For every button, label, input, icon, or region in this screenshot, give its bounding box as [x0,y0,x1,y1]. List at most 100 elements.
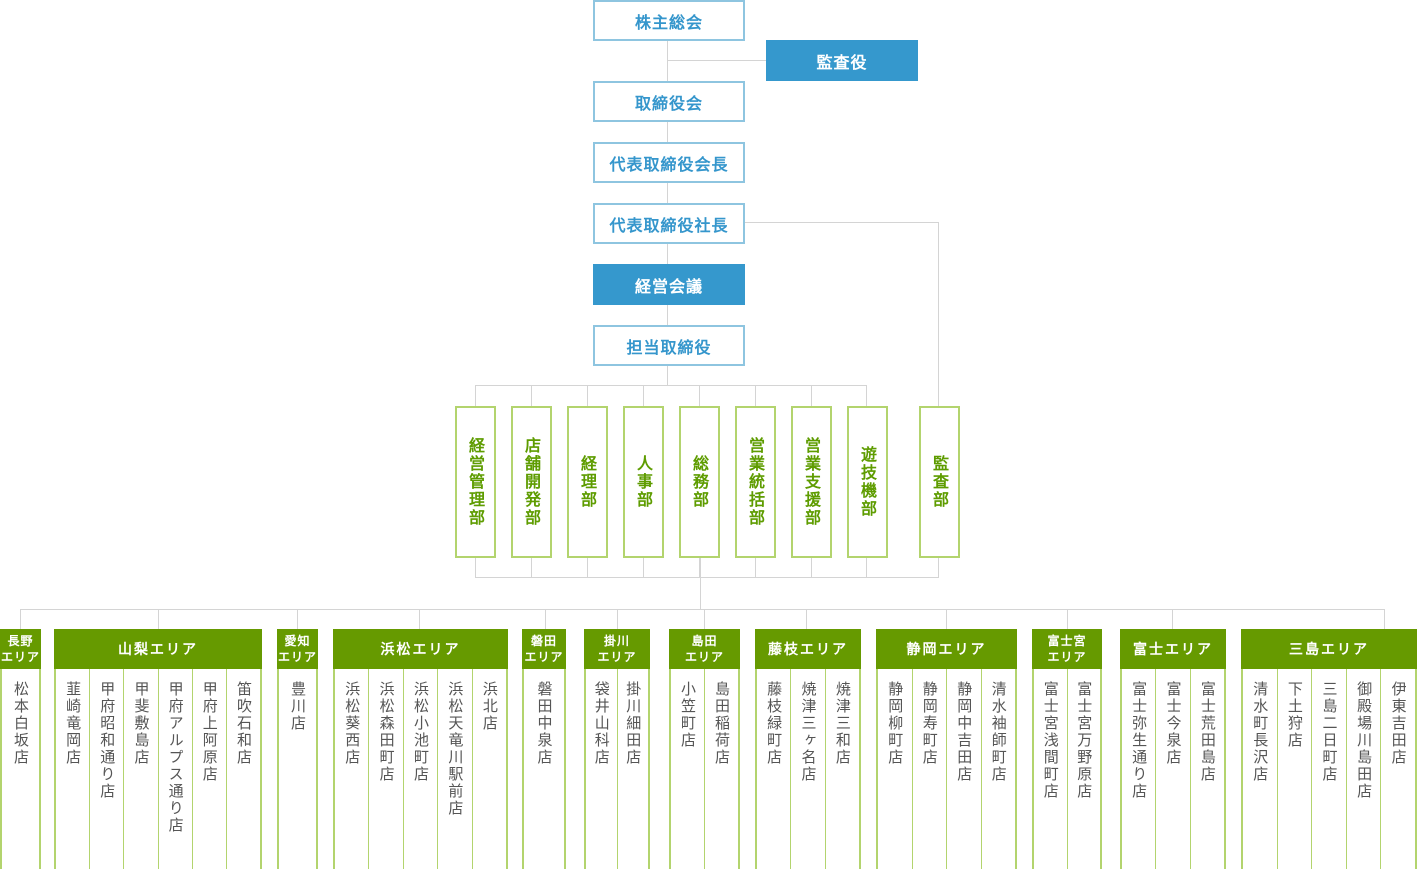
area-box: 磐田エリア磐田中泉店 [522,629,566,869]
store-list: 松本白坂店 [2,669,39,869]
connector-dept-bottom [475,577,939,578]
area-header: 三島エリア [1241,629,1417,669]
store-item: 豊川店 [289,681,307,732]
store-list: 豊川店 [279,669,316,869]
store-item: 富士弥生通り店 [1122,669,1157,869]
store-list: 浜松葵西店浜松森田町店浜松小池町店浜松天竜川駅前店浜北店 [335,669,506,869]
dept-box: 経理部 [567,406,608,558]
connector-dept-drop-top [755,385,756,406]
area-header: 山梨エリア [54,629,262,669]
store-list: 磐田中泉店 [524,669,564,869]
store-item: 三島二日町店 [1312,669,1347,869]
connector-dept-drop-bottom [699,557,700,577]
store-item: 浜松森田町店 [369,669,404,869]
store-list: 韮崎竜岡店甲府昭和通り店甲斐敷島店甲府アルプス通り店甲府上阿原店笛吹石和店 [56,669,260,869]
connector-dept-drop-bottom [755,557,756,577]
connector-dept-drop-bottom [531,557,532,577]
area-header: 掛川エリア [584,629,650,669]
area-header: 浜松エリア [333,629,508,669]
president-box: 代表取締役社長 [593,203,745,244]
store-item: 静岡寿町店 [913,669,947,869]
shareholders-meeting-box: 株主総会 [593,0,745,41]
store-list: 富士宮浅間町店富士宮万野原店 [1034,669,1100,869]
store-item: 浜松天竜川駅前店 [438,669,473,869]
store-item: 掛川細田店 [624,681,643,766]
store-list: 袋井山科店掛川細田店 [586,669,648,869]
area-box: 三島エリア清水町長沢店下土狩店三島二日町店御殿場川島田店伊東吉田店 [1241,629,1417,869]
area-box: 愛知エリア豊川店 [277,629,318,869]
store-item: 下土狩店 [1278,669,1313,869]
area-header: 島田エリア [669,629,740,669]
store-list: 小笠町店島田稲荷店 [671,669,738,869]
area-header: 富士エリア [1120,629,1226,669]
connector-area-drop [297,609,298,629]
store-list: 富士弥生通り店富士今泉店富士荒田島店 [1122,669,1224,869]
connector-dept-drop-bottom [475,557,476,577]
connector-area-drop [617,609,618,629]
store-item: 島田稲荷店 [713,681,731,766]
area-header-line: エリア [277,650,317,664]
connector-area-drop [158,609,159,629]
dept-box: 営業支援部 [791,406,832,558]
connector-area-drop [806,609,807,629]
area-header: 静岡エリア [876,629,1017,669]
management-meeting-box: 経営会議 [593,264,745,305]
area-header-line: 長野 [7,634,34,648]
store-item: 甲斐敷島店 [124,669,159,869]
connector-audit-drop-bottom [938,557,939,577]
area-header-line: エリア [597,650,637,664]
connector-auditor [667,60,767,61]
store-item: 浜北店 [480,681,499,732]
area-box: 掛川エリア袋井山科店掛川細田店 [584,629,650,869]
store-item: 静岡柳町店 [878,669,913,869]
dept-box: 人事部 [623,406,664,558]
store-item: 富士荒田島店 [1198,681,1217,783]
connector-president-audit-h [744,222,938,223]
area-header-line: エリア [1047,650,1087,664]
connector-area-drop [20,609,21,629]
area-header: 富士宮エリア [1032,629,1102,669]
directors-in-charge-box: 担当取締役 [593,325,745,366]
store-item: 甲府上阿原店 [193,669,227,869]
store-item: 松本白坂店 [12,681,30,766]
area-header-line: エリア [524,650,564,664]
store-item: 甲府昭和通り店 [90,669,125,869]
area-box: 長野エリア松本白坂店 [0,629,41,869]
store-item: 韮崎竜岡店 [56,669,91,869]
area-header-line: 愛知 [284,634,311,648]
store-item: 袋井山科店 [586,669,618,869]
connector-dept-drop-top [699,385,700,406]
connector-dept-drop-top [643,385,644,406]
area-header-line: 富士宮 [1047,634,1087,648]
area-box: 静岡エリア静岡柳町店静岡寿町店静岡中吉田店清水袖師町店 [876,629,1017,869]
area-header-line: エリア [0,650,40,664]
store-item: 富士宮浅間町店 [1034,669,1068,869]
area-header-line: 島田 [691,634,718,648]
connector-president-audit-v [938,222,939,406]
connector-dept-drop-top [811,385,812,406]
area-header-line: 磐田 [530,634,557,648]
board-of-directors-box: 取締役会 [593,81,745,122]
store-item: 甲府アルプス通り店 [159,669,193,869]
dept-box: 経営管理部 [455,406,496,558]
dept-box: 店舗開発部 [511,406,552,558]
connector-dept-top [475,385,866,386]
store-item: 浜松小池町店 [404,669,439,869]
store-item: 富士今泉店 [1156,669,1191,869]
connector-dept-to-areas [700,557,701,609]
area-box: 富士エリア富士弥生通り店富士今泉店富士荒田島店 [1120,629,1226,869]
connector-area-drop [419,609,420,629]
connector-dept-drop-bottom [587,557,588,577]
area-box: 島田エリア小笠町店島田稲荷店 [669,629,740,869]
store-list: 清水町長沢店下土狩店三島二日町店御殿場川島田店伊東吉田店 [1243,669,1415,869]
dept-box: 営業統括部 [735,406,776,558]
area-header: 磐田エリア [522,629,566,669]
area-header: 愛知エリア [277,629,318,669]
area-header: 長野エリア [0,629,41,669]
store-item: 清水袖師町店 [989,681,1008,783]
connector-area-drop [1067,609,1068,629]
connector-area-drop [545,609,546,629]
store-item: 富士宮万野原店 [1075,681,1094,800]
store-list: 藤枝緑町店焼津三ヶ名店焼津三和店 [757,669,859,869]
area-box: 浜松エリア浜松葵西店浜松森田町店浜松小池町店浜松天竜川駅前店浜北店 [333,629,508,869]
